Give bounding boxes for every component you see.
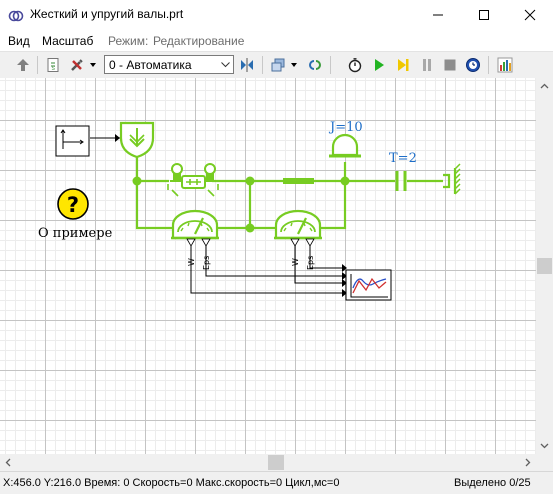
arrowheads (115, 134, 347, 297)
dropdown-icon (291, 63, 297, 67)
stopwatch-button[interactable] (346, 56, 364, 74)
link-button[interactable] (306, 56, 324, 74)
signal-wires (90, 137, 342, 294)
vertical-scrollbar[interactable] (536, 78, 553, 454)
layer-select-value: 0 - Автоматика (109, 58, 192, 72)
window-title: Жесткий и упругий валы.prt (30, 7, 184, 21)
menu-view[interactable]: Вид (8, 34, 30, 48)
step-source-block[interactable] (55, 125, 90, 157)
time-constant-label: T=2 (389, 151, 417, 166)
status-bar: X:456.0 Y:216.0 Время: 0 Скорость=0 Макс… (0, 471, 553, 494)
flip-icon (241, 58, 253, 72)
torque-source-block[interactable] (119, 121, 155, 159)
doc-icon: S (47, 58, 59, 72)
layers-icon (271, 58, 285, 72)
clock-icon (466, 58, 480, 72)
horizontal-scroll-thumb[interactable] (268, 455, 284, 470)
speed-sensor-2[interactable] (274, 209, 322, 247)
status-selection: Выделено 0/25 (454, 477, 531, 489)
step-button[interactable] (394, 56, 412, 74)
scroll-left-icon[interactable] (0, 454, 17, 471)
sensor-1-port-eps: Eps (202, 256, 211, 270)
sensor-1-port-w: W (187, 258, 196, 266)
damper-block[interactable] (395, 171, 407, 191)
flip-button[interactable] (238, 56, 256, 74)
close-icon (524, 9, 536, 21)
pause-icon (423, 59, 431, 71)
diagram-canvas[interactable]: J=10 T=2 W Eps (0, 78, 536, 454)
tools-dropdown-button[interactable] (88, 56, 98, 74)
inertia-block[interactable] (329, 133, 361, 158)
minimize-button[interactable] (415, 0, 461, 30)
link-icon (309, 60, 321, 70)
step-icon (398, 59, 409, 71)
svg-text:S: S (52, 66, 56, 72)
title-bar: Жесткий и упругий валы.prt (0, 0, 553, 30)
mode-value: Редактирование (153, 34, 245, 48)
tools-icon (71, 59, 83, 71)
scroll-right-icon[interactable] (519, 454, 536, 471)
stop-button[interactable] (441, 56, 459, 74)
play-button[interactable] (370, 56, 388, 74)
elastic-shaft[interactable] (283, 178, 314, 184)
stopwatch-icon (348, 58, 362, 73)
layer-select[interactable]: 0 - Автоматика (104, 55, 234, 74)
junction-dot[interactable] (132, 176, 142, 186)
junction-dot[interactable] (245, 223, 255, 233)
about-example-label[interactable]: О примере (38, 226, 113, 241)
stop-icon (444, 59, 456, 71)
dropdown-icon (90, 63, 96, 67)
fixed-ground[interactable] (443, 163, 461, 195)
chart-icon (497, 57, 513, 73)
chart-button[interactable] (496, 56, 514, 74)
tools-button[interactable] (68, 56, 86, 74)
menu-bar: Вид Масштаб Режим: Редактирование (0, 30, 553, 51)
close-button[interactable] (507, 0, 553, 30)
toolbar: S 0 - Автоматика (0, 51, 553, 79)
pause-button[interactable] (418, 56, 436, 74)
maximize-icon (479, 10, 489, 20)
layers-button[interactable] (269, 56, 287, 74)
chevron-down-icon (217, 56, 233, 73)
sensor-2-port-w: W (291, 258, 300, 266)
diagram-svg: J=10 T=2 W Eps (38, 120, 461, 301)
sensor-2-port-eps: Eps (306, 256, 315, 270)
layers-dropdown-button[interactable] (289, 56, 299, 74)
scroll-down-icon[interactable] (536, 437, 553, 454)
about-example-button[interactable]: ? (57, 188, 89, 220)
plot-block[interactable] (345, 269, 392, 301)
mode-label: Режим: (108, 34, 149, 48)
toolbar-separator (488, 56, 489, 74)
status-coordinates: X:456.0 Y:216.0 Время: 0 Скорость=0 Макс… (3, 477, 340, 489)
document-button[interactable]: S (44, 56, 62, 74)
toolbar-separator (330, 56, 331, 74)
junction-dot[interactable] (245, 176, 255, 186)
menu-scale[interactable]: Масштаб (42, 34, 94, 48)
clutch-block[interactable] (167, 163, 219, 197)
junction-dot[interactable] (340, 176, 350, 186)
scrollbar-corner (536, 454, 553, 471)
help-icon: ? (67, 193, 79, 217)
speed-sensor-1[interactable] (171, 209, 219, 247)
minimize-icon (433, 14, 443, 16)
horizontal-scrollbar[interactable] (0, 454, 536, 471)
up-level-button[interactable] (14, 56, 32, 74)
scroll-up-icon[interactable] (536, 78, 553, 95)
up-arrow-icon (17, 59, 29, 71)
inertia-label: J=10 (328, 120, 363, 135)
maximize-button[interactable] (461, 0, 507, 30)
app-logo-icon (8, 10, 24, 22)
toolbar-separator (262, 56, 263, 74)
play-icon (375, 59, 384, 71)
vertical-scroll-thumb[interactable] (537, 258, 552, 274)
clock-button[interactable] (464, 56, 482, 74)
junction-dots (132, 176, 350, 233)
toolbar-separator (37, 56, 38, 74)
